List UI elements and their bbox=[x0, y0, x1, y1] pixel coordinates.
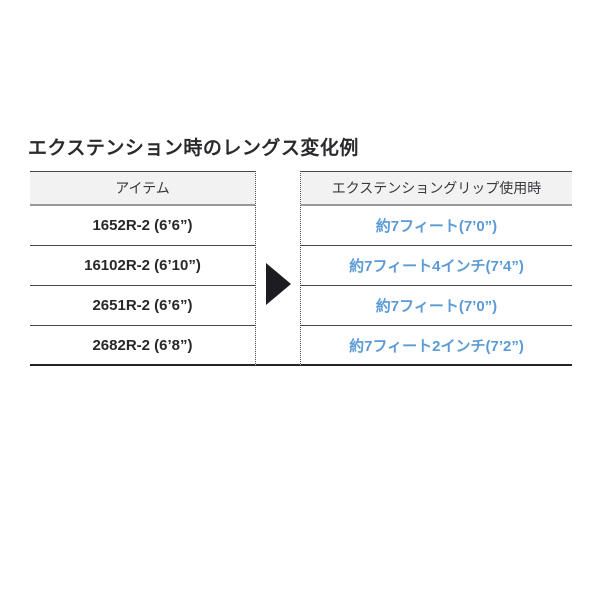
table-row-item: 2682R-2 (6’8”) bbox=[30, 326, 255, 366]
page-title: エクステンション時のレングス変化例 bbox=[28, 138, 359, 159]
extended-length-column: エクステンショングリップ使用時 約7フィート(7’0”) 約7フィート4インチ(… bbox=[301, 171, 572, 366]
extended-column-header: エクステンショングリップ使用時 bbox=[301, 171, 572, 206]
table-row-extended-value: 約7フィート4インチ(7’4”) bbox=[301, 246, 572, 286]
table-row-item: 16102R-2 (6’10”) bbox=[30, 246, 255, 286]
item-column: アイテム 1652R-2 (6’6”) 16102R-2 (6’10”) 265… bbox=[30, 171, 255, 366]
table-row-extended-value: 約7フィート(7’0”) bbox=[301, 286, 572, 326]
item-column-header: アイテム bbox=[30, 171, 255, 206]
right-arrow-icon bbox=[266, 263, 291, 305]
table-row-item: 2651R-2 (6’6”) bbox=[30, 286, 255, 326]
table-row-item: 1652R-2 (6’6”) bbox=[30, 206, 255, 246]
table-row-extended-value: 約7フィート(7’0”) bbox=[301, 206, 572, 246]
table-row-extended-value: 約7フィート2インチ(7’2”) bbox=[301, 326, 572, 366]
